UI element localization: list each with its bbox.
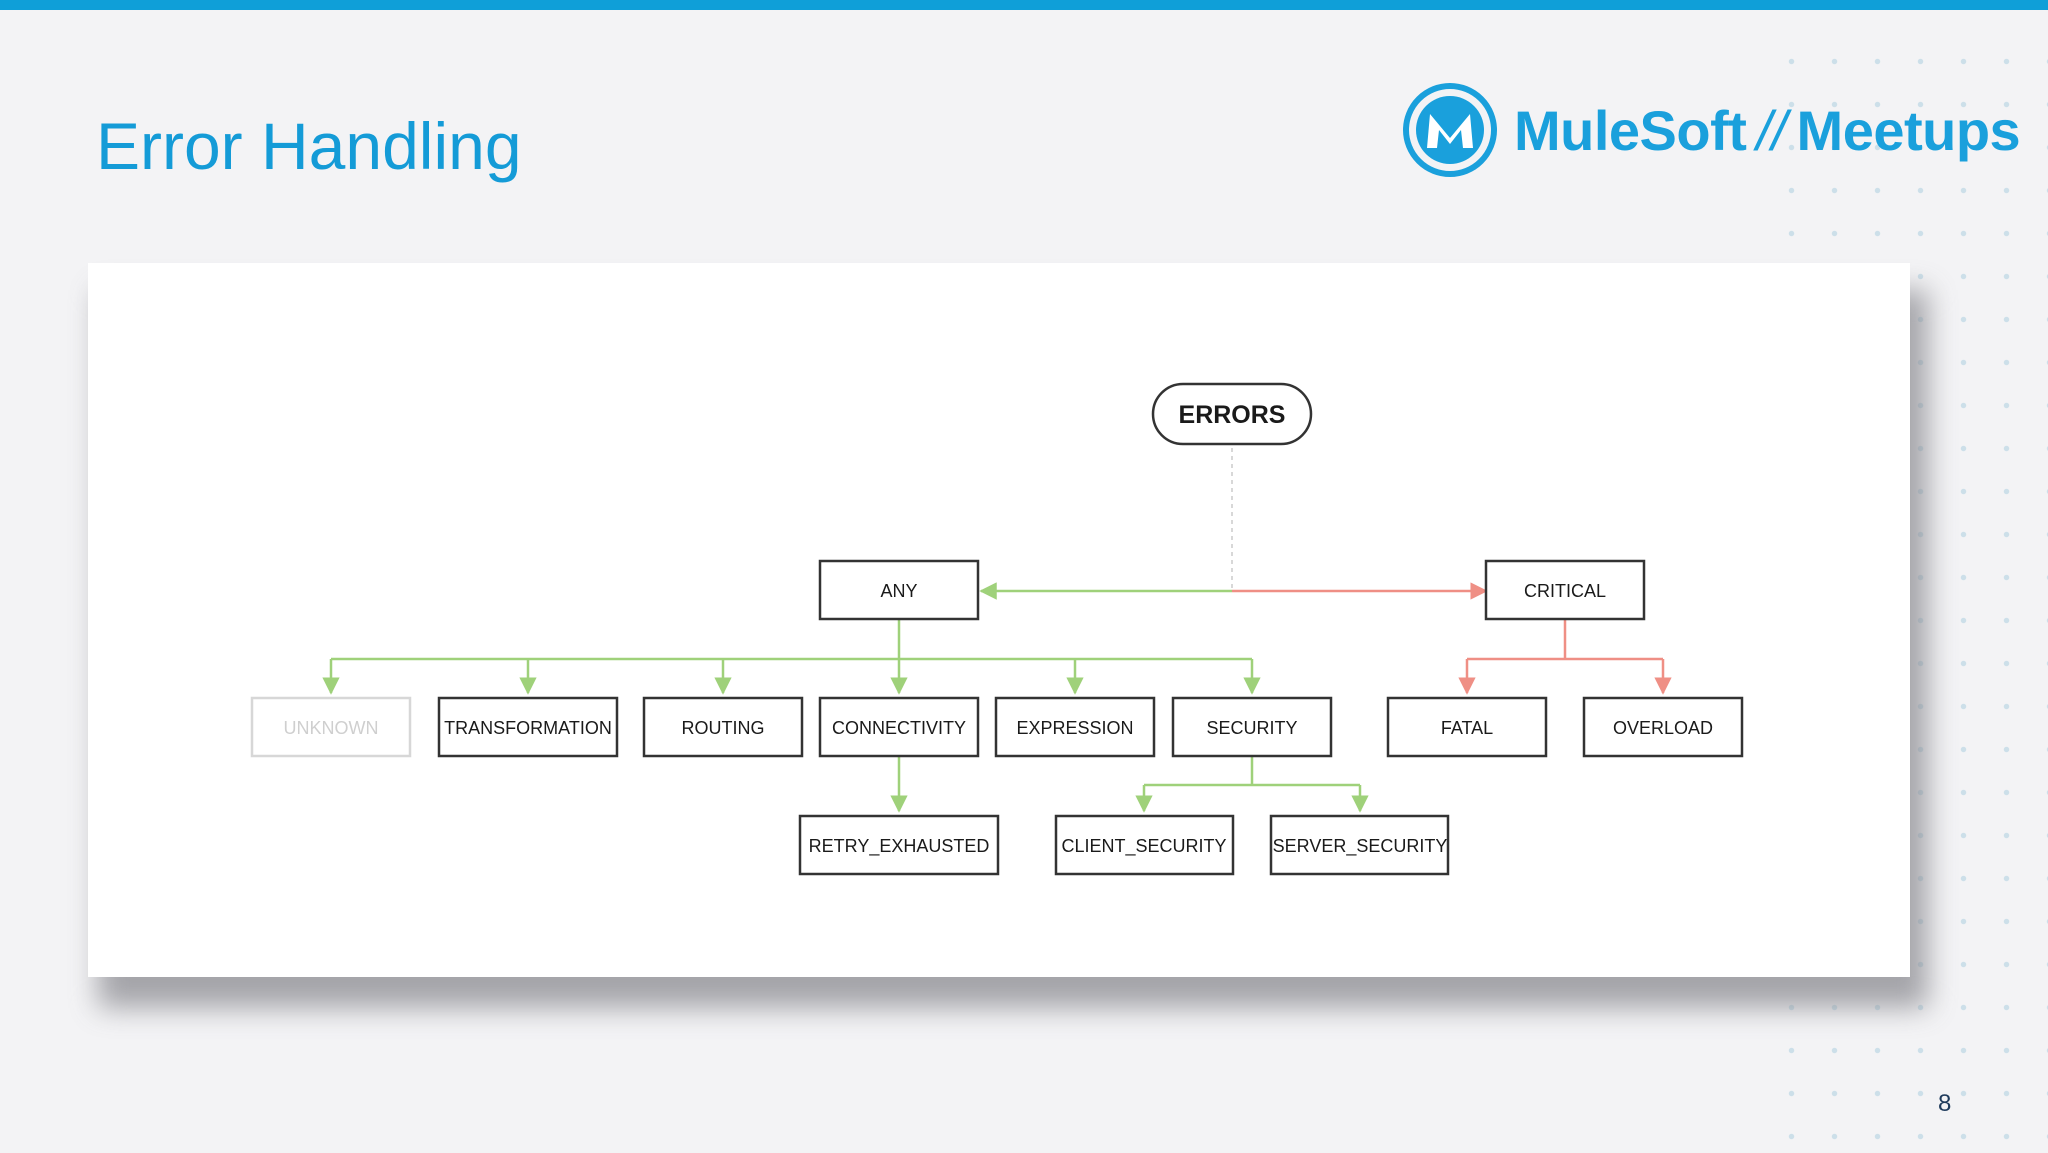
node-any: ANY <box>818 559 980 621</box>
diagram-panel: ERRORS ANY CRITICAL UNKNOWN TRANSFORMATI… <box>88 263 1910 977</box>
node-retry-exhausted: RETRY_EXHAUSTED <box>798 814 1000 876</box>
page-number: 8 <box>1938 1090 1952 1117</box>
node-critical: CRITICAL <box>1484 559 1646 621</box>
node-server-security-label: SERVER_SECURITY <box>1273 836 1448 857</box>
node-errors-label: ERRORS <box>1179 401 1286 429</box>
node-unknown-label: UNKNOWN <box>284 718 379 738</box>
node-overload-label: OVERLOAD <box>1613 718 1713 738</box>
top-accent-bar <box>0 0 2048 10</box>
node-routing-label: ROUTING <box>682 718 765 738</box>
node-errors: ERRORS <box>1151 382 1313 446</box>
node-client-security-label: CLIENT_SECURITY <box>1061 836 1226 857</box>
node-overload: OVERLOAD <box>1582 696 1744 758</box>
node-transformation-label: TRANSFORMATION <box>444 718 612 738</box>
node-fatal: FATAL <box>1386 696 1548 758</box>
node-retry-exhausted-label: RETRY_EXHAUSTED <box>809 836 990 857</box>
node-transformation: TRANSFORMATION <box>437 696 619 758</box>
node-unknown: UNKNOWN <box>250 696 412 758</box>
node-expression-label: EXPRESSION <box>1016 718 1133 738</box>
logo-separator: // <box>1756 98 1787 162</box>
node-server-security: SERVER_SECURITY <box>1269 814 1450 876</box>
node-expression: EXPRESSION <box>994 696 1156 758</box>
critical-children-connectors <box>1458 619 1672 695</box>
logo-product: Meetups <box>1796 98 2021 162</box>
node-client-security: CLIENT_SECURITY <box>1054 814 1235 876</box>
node-security-label: SECURITY <box>1206 718 1297 738</box>
node-fatal-label: FATAL <box>1441 718 1493 738</box>
logo-brand: MuleSoft <box>1514 98 1747 162</box>
node-critical-label: CRITICAL <box>1524 581 1606 601</box>
logo-text: MuleSoft//Meetups <box>1514 98 2021 163</box>
node-security: SECURITY <box>1171 696 1333 758</box>
slide-title: Error Handling <box>96 109 522 183</box>
any-children-connectors <box>322 619 1369 813</box>
error-hierarchy-diagram: ERRORS ANY CRITICAL UNKNOWN TRANSFORMATI… <box>250 382 1744 876</box>
mulesoft-meetups-logo: MuleSoft//Meetups <box>1400 78 2021 182</box>
node-connectivity-label: CONNECTIVITY <box>832 718 966 738</box>
node-connectivity: CONNECTIVITY <box>818 696 980 758</box>
node-any-label: ANY <box>880 581 917 601</box>
node-routing: ROUTING <box>642 696 804 758</box>
mulesoft-m-icon <box>1403 83 1497 177</box>
